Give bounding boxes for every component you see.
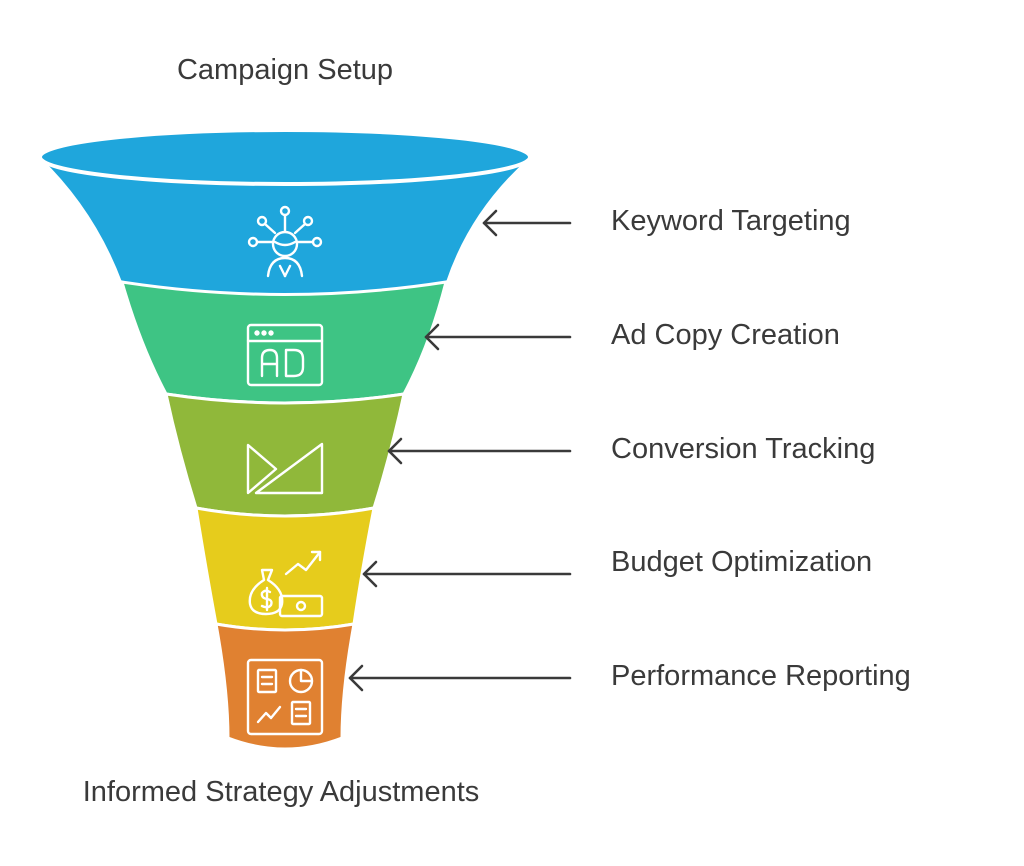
arrow-icon-performance-reporting — [348, 664, 572, 692]
stage-label-keyword-targeting: Keyword Targeting — [611, 205, 851, 237]
conversion-triangles-icon — [246, 442, 324, 495]
stage-label-performance-reporting: Performance Reporting — [611, 660, 911, 692]
ad-window-icon — [246, 323, 324, 387]
arrow-icon-conversion-tracking — [387, 437, 572, 465]
funnel-top-label: Campaign Setup — [176, 54, 394, 86]
money-growth-icon — [248, 550, 324, 618]
funnel-band-5 — [214, 622, 356, 751]
funnel-band-4 — [194, 506, 376, 632]
funnel-stage-keyword-targeting — [38, 128, 532, 295]
person-network-icon — [247, 205, 323, 278]
funnel-top-rim — [38, 128, 532, 186]
funnel-band-2 — [119, 280, 449, 405]
stage-label-conversion-tracking: Conversion Tracking — [611, 433, 876, 465]
arrow-icon-keyword-targeting — [482, 209, 572, 237]
report-dashboard-icon — [246, 658, 324, 736]
arrow-icon-budget-optimization — [362, 560, 572, 588]
arrow-icon-ad-copy-creation — [424, 323, 572, 351]
stage-label-budget-optimization: Budget Optimization — [611, 546, 873, 578]
funnel-bottom-label: Informed Strategy Adjustments — [82, 776, 480, 808]
funnel-band-3 — [164, 392, 406, 518]
stage-label-ad-copy-creation: Ad Copy Creation — [611, 319, 840, 351]
